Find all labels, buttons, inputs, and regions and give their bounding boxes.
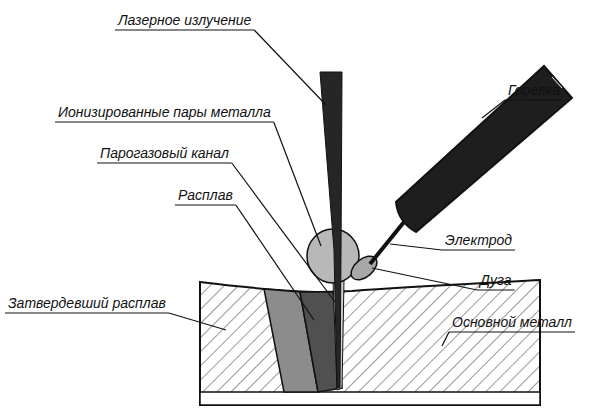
label-underline: [477, 289, 515, 290]
leader-line: [482, 100, 505, 118]
part-label: Затвердевший расплав: [8, 295, 166, 311]
part-label: Парогазовый канал: [100, 145, 229, 161]
electrode-wire: [370, 222, 404, 264]
part-label: Горелка: [508, 82, 560, 98]
label-underline: [5, 312, 169, 313]
part-label: Электрод: [445, 232, 512, 248]
part-label: Основной металл: [452, 314, 572, 330]
label-underline: [442, 249, 515, 250]
backing-strip: [200, 392, 540, 405]
leader-line: [254, 30, 326, 105]
label-underline: [55, 121, 274, 122]
part-label: Лазерное излучение: [118, 12, 251, 28]
label-underline: [505, 99, 563, 100]
label-underline: [115, 29, 254, 30]
leader-line: [372, 268, 477, 290]
welding-torch: [396, 66, 572, 232]
laser-beam: [320, 72, 342, 388]
part-label: Ионизированные пары металла: [58, 104, 271, 120]
part-label: Расплав: [178, 187, 233, 203]
label-underline: [449, 331, 575, 332]
leader-line: [169, 313, 226, 330]
part-label: Дуга: [480, 272, 512, 288]
leader-line: [442, 332, 449, 346]
leader-line: [232, 163, 335, 302]
label-underline: [97, 162, 232, 163]
leader-line: [274, 122, 321, 246]
base-metal: [200, 280, 540, 405]
label-underline: [175, 204, 236, 205]
leader-line: [236, 205, 314, 320]
leader-line: [390, 244, 442, 250]
